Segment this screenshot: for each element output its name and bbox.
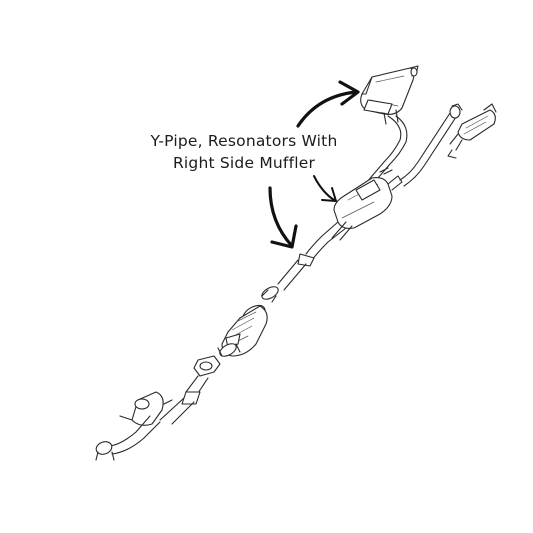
- arrow-to-muffler: [296, 80, 360, 128]
- callout-line-1: Y-Pipe, Resonators With: [150, 132, 338, 150]
- arrow-to-resonator: [313, 175, 337, 202]
- resonator-assembly: [333, 167, 403, 229]
- y-pipe: [261, 221, 353, 303]
- front-pipe: [95, 355, 221, 461]
- catalytic-converter: [217, 304, 268, 357]
- left-tail-pipe: [399, 103, 463, 187]
- callout-line-2: Right Side Muffler: [172, 154, 316, 172]
- rear-hanger-bracket: [447, 103, 497, 159]
- callout-label: Y-Pipe, Resonators With Right Side Muffl…: [128, 130, 360, 174]
- right-side-muffler: [360, 65, 419, 125]
- arrow-to-y-pipe: [268, 186, 298, 249]
